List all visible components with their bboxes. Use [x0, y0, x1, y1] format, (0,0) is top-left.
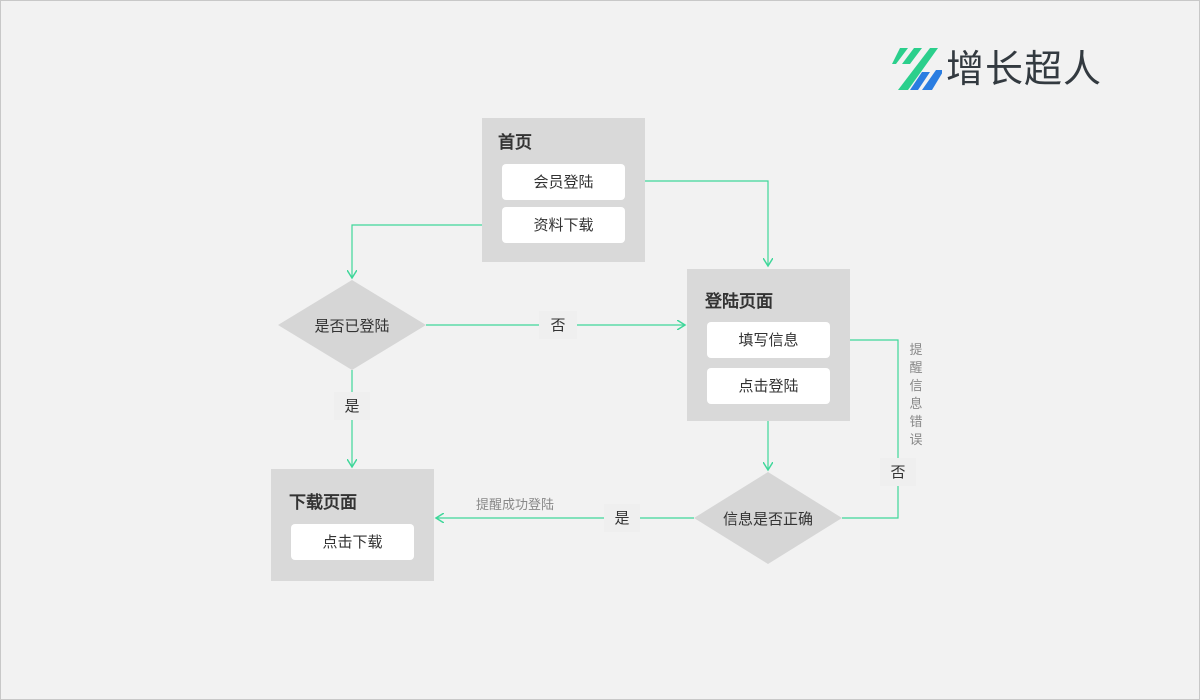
edge-member-login-to-login-page: [625, 180, 768, 266]
note-info-error: 提醒信息错误: [909, 343, 923, 448]
decision-info-ok-diamond: [694, 472, 842, 564]
member-login-button[interactable]: 会员登陆: [502, 164, 625, 200]
click-login-button[interactable]: 点击登陆: [707, 368, 830, 404]
login-page-panel: 登陆页面 填写信息 点击登陆: [687, 269, 850, 421]
brand-mark-icon: [892, 48, 944, 90]
decision-info-ok-label: 信息是否正确: [722, 510, 813, 528]
click-download-button[interactable]: 点击下载: [291, 524, 414, 560]
download-page-panel: 下载页面 点击下载: [271, 469, 434, 581]
fill-info-button[interactable]: 填写信息: [707, 322, 830, 358]
edge-label-no-info: 否: [880, 458, 916, 486]
edge-label-no-logged-in: 否: [539, 311, 577, 339]
brand-logo: 增长超人: [892, 44, 1142, 96]
note-success-login: 提醒成功登陆: [476, 498, 555, 513]
decision-logged-in-label: 是否已登陆: [314, 317, 390, 335]
edge-label-yes-logged-in: 是: [334, 392, 370, 420]
edge-check-no-to-fill: [833, 340, 899, 519]
decision-logged-in-diamond: [278, 280, 426, 370]
download-page-title: 下载页面: [289, 493, 357, 513]
edge-download-to-decision: [352, 224, 502, 278]
login-page-title: 登陆页面: [705, 292, 773, 312]
download-material-button[interactable]: 资料下载: [502, 207, 625, 243]
home-title: 首页: [498, 133, 532, 153]
home-panel: 首页 会员登陆 资料下载: [482, 118, 645, 262]
brand-name: 增长超人: [946, 47, 1103, 91]
edge-label-yes-info: 是: [604, 504, 640, 532]
